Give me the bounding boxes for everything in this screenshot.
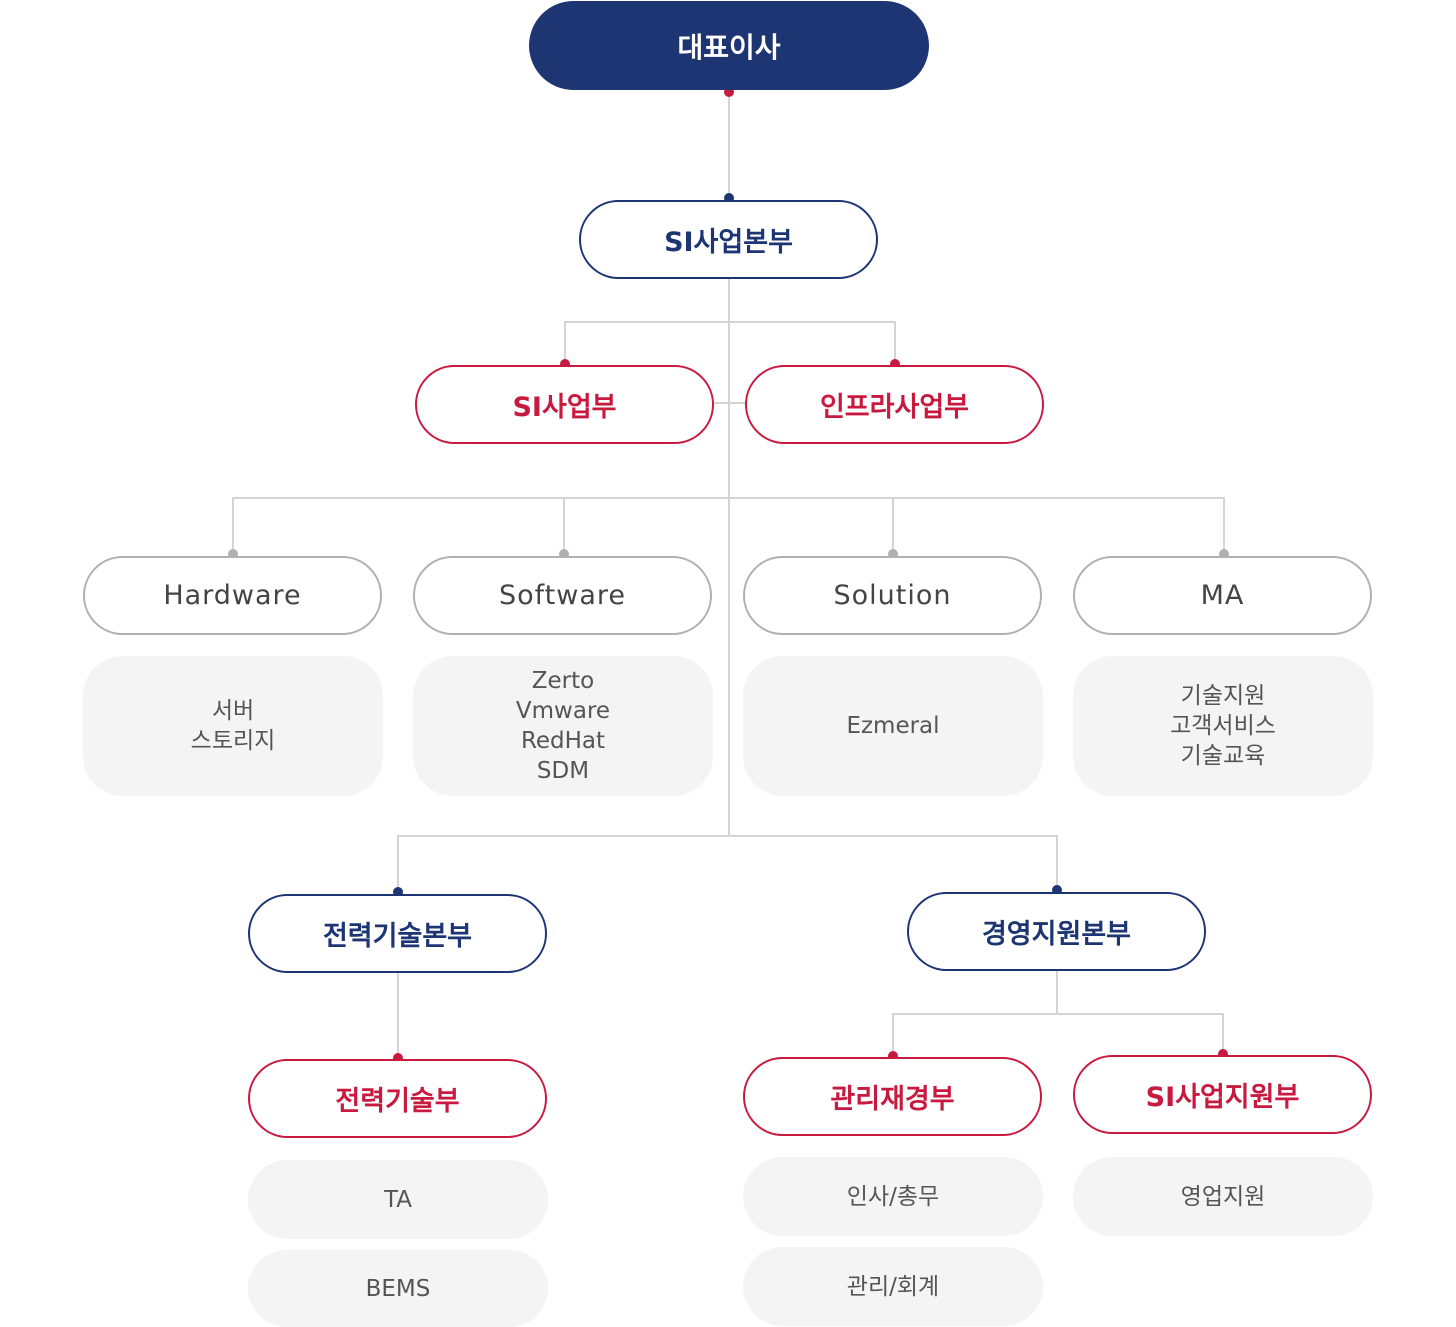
connector-mgmt bbox=[892, 970, 1224, 1054]
mgmt-hq-node: 경영지원본부 bbox=[907, 892, 1206, 971]
hardware-item: 스토리지 bbox=[190, 728, 276, 754]
admin-item-hr: 인사/총무 bbox=[743, 1157, 1043, 1236]
hardware-item: 서버 bbox=[211, 698, 255, 724]
si-support-item-sales: 영업지원 bbox=[1073, 1157, 1373, 1236]
strategy-hq-node: 전력기술본부 bbox=[248, 894, 547, 973]
category-software: Software bbox=[413, 556, 712, 635]
category-ma: MA bbox=[1073, 556, 1372, 635]
si-support-dept-node: SI사업지원부 bbox=[1073, 1055, 1372, 1134]
infra-dept-node: 인프라사업부 bbox=[745, 365, 1044, 444]
category-solution: Solution bbox=[743, 556, 1042, 635]
hardware-items-box: 서버 스토리지 bbox=[83, 656, 383, 796]
strategy-item-label: TA bbox=[384, 1186, 412, 1213]
admin-item-label: 인사/총무 bbox=[846, 1183, 940, 1210]
solution-items-box: Ezmeral bbox=[743, 656, 1043, 796]
si-dept-node: SI사업부 bbox=[415, 365, 714, 444]
si-hq-node: SI사업본부 bbox=[579, 200, 878, 279]
ma-item: 고객서비스 bbox=[1170, 713, 1276, 739]
strategy-item-bems: BEMS bbox=[248, 1250, 548, 1327]
ma-item: 기술지원 bbox=[1180, 683, 1266, 709]
ma-item: 기술교육 bbox=[1180, 743, 1266, 769]
software-item: SDM bbox=[536, 758, 590, 784]
category-hardware: Hardware bbox=[83, 556, 382, 635]
admin-item-accounting: 관리/회계 bbox=[743, 1247, 1043, 1326]
strategy-item-ta: TA bbox=[248, 1160, 548, 1239]
connector-lower-hq bbox=[397, 835, 1058, 890]
software-item: Vmware bbox=[515, 698, 611, 724]
admin-dept-node: 관리재경부 bbox=[743, 1057, 1042, 1136]
connector-si-departments bbox=[564, 321, 896, 362]
ma-items-box: 기술지원 고객서비스 기술교육 bbox=[1073, 656, 1373, 796]
ceo-node: 대표이사 bbox=[529, 1, 929, 90]
si-support-item-label: 영업지원 bbox=[1180, 1183, 1266, 1210]
software-item: Zerto bbox=[531, 668, 595, 694]
strategy-dept-node: 전력기술부 bbox=[248, 1059, 547, 1138]
strategy-item-label: BEMS bbox=[365, 1275, 431, 1302]
solution-item: Ezmeral bbox=[846, 713, 940, 739]
admin-item-label: 관리/회계 bbox=[846, 1273, 940, 1300]
connector-categories bbox=[232, 497, 1225, 552]
software-items-box: Zerto Vmware RedHat SDM bbox=[413, 656, 713, 796]
software-item: RedHat bbox=[520, 728, 606, 754]
